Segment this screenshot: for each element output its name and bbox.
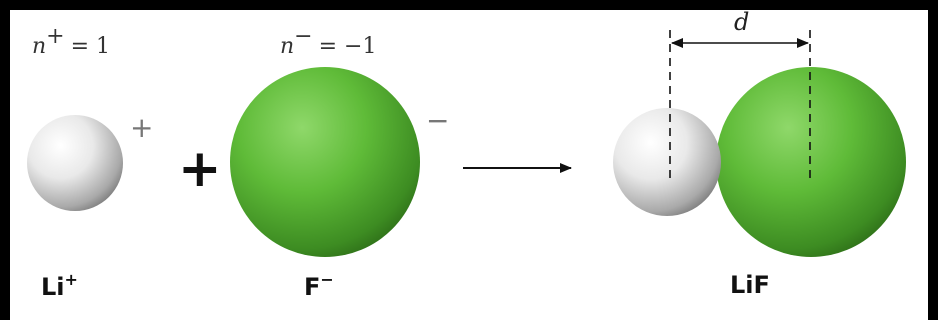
ionic-bond-diagram: n+= 1 + + n−= −1 − d (10, 10, 928, 320)
cation-n-label: n+= 1 (32, 24, 110, 59)
lithium-ion-label: Li+ (41, 270, 78, 301)
diagram-panel: n+= 1 + + n−= −1 − d (10, 10, 928, 320)
anion-n-label: n−= −1 (280, 24, 376, 59)
lithium-ion-sphere (27, 115, 123, 211)
fluoride-ion-label: F− (304, 270, 334, 301)
product-fluoride-sphere (716, 67, 906, 257)
plus-operator: + (178, 139, 222, 199)
lithium-fluoride-label: LiF (730, 271, 770, 299)
product-lithium-sphere (613, 108, 721, 216)
distance-symbol: d (734, 10, 749, 36)
fluoride-ion-sphere (230, 67, 420, 257)
cation-charge-sign: + (130, 111, 153, 144)
anion-charge-sign: − (426, 104, 449, 137)
